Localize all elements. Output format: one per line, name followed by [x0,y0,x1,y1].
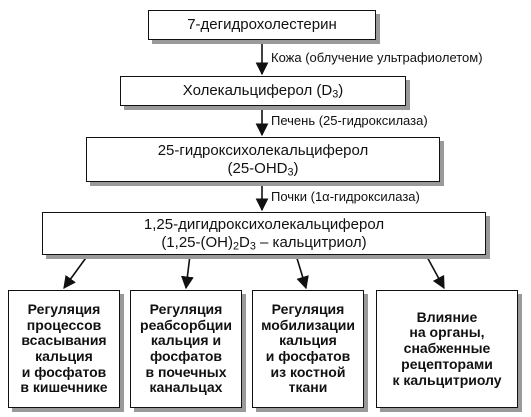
effect-line: всасывания [21,332,107,349]
effect-line: Регуляция [27,300,101,317]
effect-line: Регуляция [271,300,345,317]
effect-line: в почечных [145,363,227,380]
effect-renal-reabsorption: Регуляция реабсорбции кальция и фосфатов… [130,290,242,408]
effect-line: снабженные [403,340,491,357]
node-calcitriol-line1: 1,25-дигидроксихолекальциферол [143,215,385,233]
effect-line: ткани [288,379,328,396]
edge-label-skin: Кожа (облучение ультрафиолетом) [271,50,483,65]
node-25-hydroxycholecalciferol: 25-гидроксихолекальциферол (25-OHD3) [86,137,440,182]
arrow-effect-2 [181,254,194,290]
effect-line: мобилизации [261,316,355,333]
arrow-effect-4 [425,254,445,290]
effect-bone-mobilization: Регуляция мобилизации кальция и фосфатов… [252,290,364,408]
effect-line: кальция [279,332,337,349]
effect-line: реабсорбции [140,316,232,333]
effect-line: процессов [26,316,102,333]
effect-line: канальцах [149,379,223,396]
effect-line: кальция [35,348,93,364]
arrow-effect-3 [295,254,309,290]
node-cholecalciferol-label: Холекальциферол (D3) [182,82,344,101]
arrow-effect-1 [63,254,89,290]
effect-line: и фосфатов [265,348,351,364]
effect-line: Влияние [416,308,478,325]
node-calcitriol: 1,25-дигидроксихолекальциферол (1,25-(OH… [42,212,486,255]
effect-line: в кишечнике [20,379,108,396]
effect-intestinal-absorption: Регуляция процессов всасывания кальция и… [8,290,120,408]
effect-line: к кальцитриолу [392,371,502,388]
node-7-dehydrocholesterol-label: 7-дегидрохолестерин [187,16,337,34]
effect-line: Регуляция [149,300,223,317]
effect-line: рецепторами [401,355,493,372]
edge-label-kidney: Почки (1α-гидроксилаза) [271,189,420,204]
node-cholecalciferol: Холекальциферол (D3) [120,76,406,106]
effect-line: фосфатов [149,348,223,364]
node-7-dehydrocholesterol: 7-дегидрохолестерин [148,10,376,40]
effect-receptor-organs: Влияние на органы, снабженные рецепторам… [376,290,518,408]
node-25-hydroxycholecalciferol-line2: (25-OHD3) [227,159,299,179]
effect-line: кальция и [150,332,222,349]
node-calcitriol-line2: (1,25-(OH)2D3 – кальцитриол) [161,233,367,253]
effect-line: и фосфатов [21,363,107,380]
edge-label-liver: Печень (25-гидроксилаза) [271,113,428,128]
effect-line: из костной [270,363,346,380]
effect-line: на органы, [409,324,485,341]
node-25-hydroxycholecalciferol-line1: 25-гидроксихолекальциферол [157,141,369,159]
